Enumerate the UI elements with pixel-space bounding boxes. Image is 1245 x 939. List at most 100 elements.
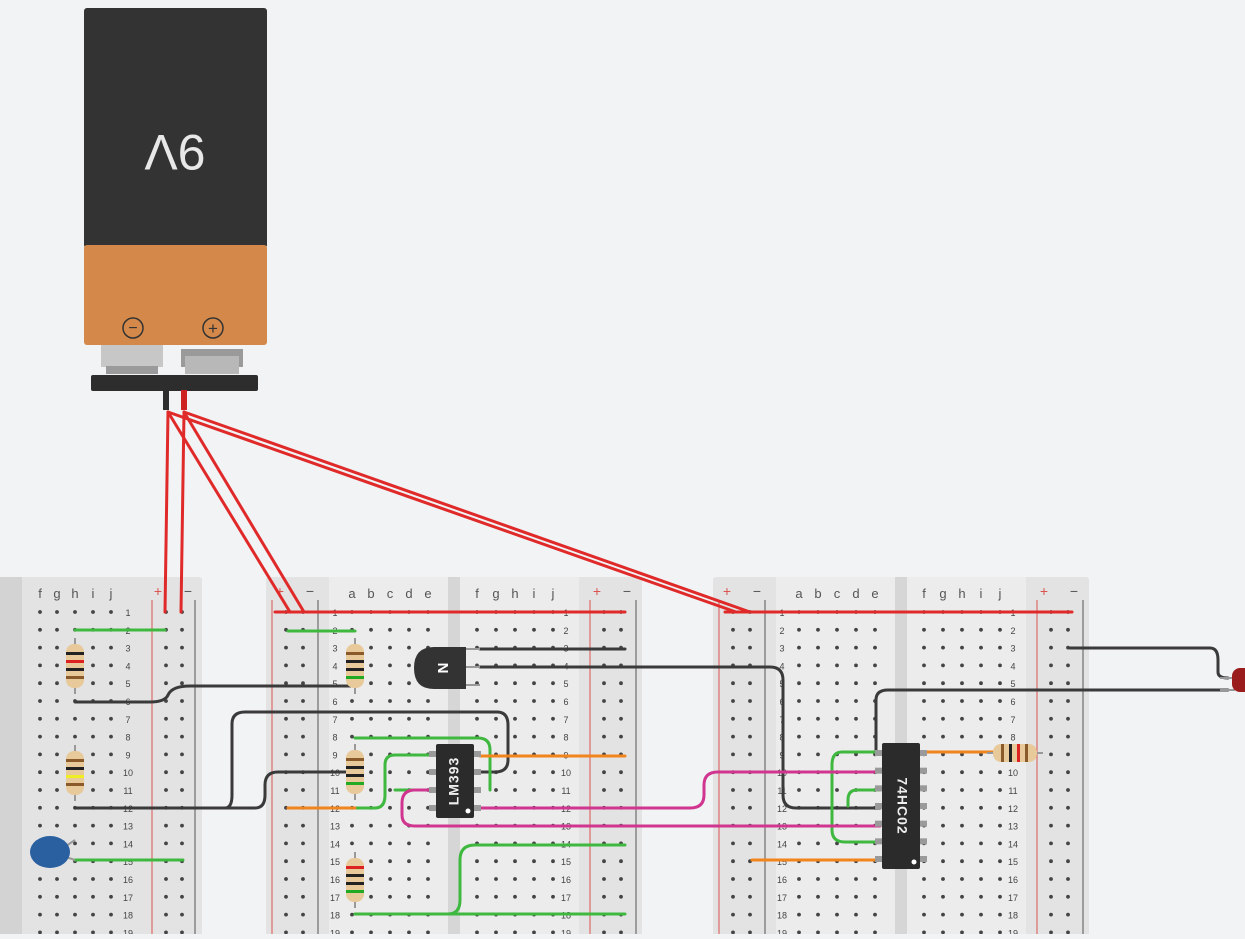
breadboard-hole[interactable] xyxy=(731,734,735,739)
breadboard-hole[interactable] xyxy=(1049,859,1053,864)
breadboard-hole[interactable] xyxy=(369,877,373,881)
breadboard-hole[interactable] xyxy=(1049,681,1053,686)
breadboard-hole[interactable] xyxy=(979,894,983,899)
breadboard-hole[interactable] xyxy=(1049,823,1053,828)
breadboard-hole[interactable] xyxy=(284,734,288,739)
breadboard-hole[interactable] xyxy=(1066,805,1070,810)
breadboard-hole[interactable] xyxy=(284,716,288,721)
breadboard-hole[interactable] xyxy=(38,627,42,632)
breadboard-hole[interactable] xyxy=(513,894,517,899)
breadboard-hole[interactable] xyxy=(407,859,411,864)
breadboard-hole[interactable] xyxy=(998,770,1002,775)
breadboard-hole[interactable] xyxy=(835,877,839,881)
breadboard-hole[interactable] xyxy=(55,770,59,775)
breadboard-hole[interactable] xyxy=(284,930,288,935)
breadboard-hole[interactable] xyxy=(73,610,77,614)
breadboard-hole[interactable] xyxy=(38,877,42,881)
breadboard-hole[interactable] xyxy=(960,663,964,668)
breadboard-hole[interactable] xyxy=(180,681,184,686)
breadboard-hole[interactable] xyxy=(922,734,926,739)
breadboard-hole[interactable] xyxy=(73,841,77,846)
breadboard-hole[interactable] xyxy=(731,699,735,703)
breadboard-hole[interactable] xyxy=(494,716,498,721)
breadboard-hole[interactable] xyxy=(38,663,42,668)
breadboard-hole[interactable] xyxy=(513,699,517,703)
breadboard-hole[interactable] xyxy=(38,788,42,792)
breadboard-hole[interactable] xyxy=(164,788,168,792)
breadboard-hole[interactable] xyxy=(55,699,59,703)
breadboard-hole[interactable] xyxy=(619,770,623,775)
breadboard-hole[interactable] xyxy=(91,823,95,828)
breadboard-hole[interactable] xyxy=(960,823,964,828)
breadboard-hole[interactable] xyxy=(91,610,95,614)
breadboard-hole[interactable] xyxy=(284,752,288,757)
breadboard-hole[interactable] xyxy=(941,645,945,650)
magenta-wire-1[interactable] xyxy=(478,770,882,810)
breadboard-hole[interactable] xyxy=(55,788,59,792)
breadboard-hole[interactable] xyxy=(1066,894,1070,899)
breadboard-hole[interactable] xyxy=(350,716,354,721)
breadboard-hole[interactable] xyxy=(494,788,498,792)
breadboard-hole[interactable] xyxy=(350,930,354,935)
breadboard-hole[interactable] xyxy=(854,877,858,881)
breadboard-hole[interactable] xyxy=(551,770,555,775)
breadboard-hole[interactable] xyxy=(55,912,59,917)
breadboard-hole[interactable] xyxy=(797,645,801,650)
breadboard-hole[interactable] xyxy=(551,681,555,686)
breadboard-hole[interactable] xyxy=(494,894,498,899)
breadboard-hole[interactable] xyxy=(602,930,606,935)
breadboard-hole[interactable] xyxy=(180,699,184,703)
breadboard-hole[interactable] xyxy=(979,823,983,828)
breadboard-hole[interactable] xyxy=(551,877,555,881)
breadboard-hole[interactable] xyxy=(180,734,184,739)
breadboard-hole[interactable] xyxy=(797,716,801,721)
breadboard-hole[interactable] xyxy=(731,645,735,650)
breadboard-hole[interactable] xyxy=(532,734,536,739)
breadboard-hole[interactable] xyxy=(854,645,858,650)
breadboard-hole[interactable] xyxy=(731,912,735,917)
capacitor[interactable] xyxy=(30,836,76,868)
breadboard-hole[interactable] xyxy=(1066,877,1070,881)
breadboard-hole[interactable] xyxy=(513,930,517,935)
breadboard-hole[interactable] xyxy=(55,663,59,668)
breadboard-hole[interactable] xyxy=(979,805,983,810)
breadboard-hole[interactable] xyxy=(407,894,411,899)
breadboard-hole[interactable] xyxy=(301,788,305,792)
breadboard-hole[interactable] xyxy=(941,716,945,721)
breadboard-hole[interactable] xyxy=(91,894,95,899)
ground-wire-chip[interactable] xyxy=(874,688,1230,754)
breadboard-hole[interactable] xyxy=(748,752,752,757)
breadboard-hole[interactable] xyxy=(551,930,555,935)
breadboard-hole[interactable] xyxy=(854,627,858,632)
breadboard-hole[interactable] xyxy=(1066,841,1070,846)
breadboard-hole[interactable] xyxy=(998,699,1002,703)
breadboard-hole[interactable] xyxy=(551,859,555,864)
transistor[interactable]: N xyxy=(414,647,480,689)
breadboard-hole[interactable] xyxy=(301,681,305,686)
breadboard-hole[interactable] xyxy=(941,627,945,632)
breadboard-hole[interactable] xyxy=(998,894,1002,899)
breadboard-hole[interactable] xyxy=(960,877,964,881)
breadboard-hole[interactable] xyxy=(602,770,606,775)
breadboard-hole[interactable] xyxy=(91,770,95,775)
breadboard-hole[interactable] xyxy=(73,716,77,721)
breadboard-hole[interactable] xyxy=(551,894,555,899)
breadboard-hole[interactable] xyxy=(922,699,926,703)
green-wire-right-2[interactable] xyxy=(846,788,882,808)
breadboard-hole[interactable] xyxy=(922,645,926,650)
breadboard-hole[interactable] xyxy=(350,912,354,917)
breadboard-hole[interactable] xyxy=(494,877,498,881)
breadboard-hole[interactable] xyxy=(38,930,42,935)
breadboard-hole[interactable] xyxy=(960,894,964,899)
breadboard-hole[interactable] xyxy=(388,823,392,828)
breadboard-hole[interactable] xyxy=(873,645,877,650)
breadboard-hole[interactable] xyxy=(854,912,858,917)
breadboard-hole[interactable] xyxy=(38,752,42,757)
breadboard-hole[interactable] xyxy=(748,681,752,686)
breadboard-hole[interactable] xyxy=(816,699,820,703)
breadboard-hole[interactable] xyxy=(941,930,945,935)
breadboard-hole[interactable] xyxy=(180,770,184,775)
breadboard-hole[interactable] xyxy=(301,663,305,668)
breadboard-hole[interactable] xyxy=(941,877,945,881)
breadboard-hole[interactable] xyxy=(748,788,752,792)
